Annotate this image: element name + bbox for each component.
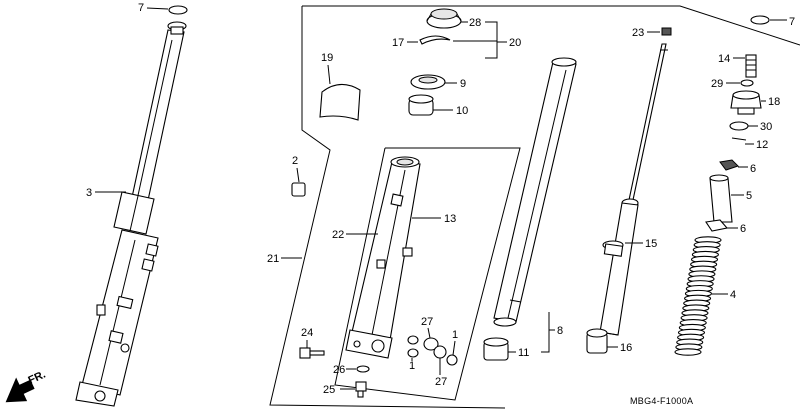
callout-26: 26 xyxy=(333,364,345,376)
callout-22: 22 xyxy=(332,229,344,241)
callout-1-right: 1 xyxy=(452,329,458,341)
part-4-fork-spring xyxy=(674,236,722,356)
callout-18: 18 xyxy=(768,96,780,108)
callout-16: 16 xyxy=(620,342,632,354)
callout-1-left: 1 xyxy=(409,360,415,372)
part-14-adjuster xyxy=(745,54,757,78)
part-10-slider-bushing xyxy=(408,94,434,116)
front-direction-arrow: FR. xyxy=(5,369,48,403)
callout-13: 13 xyxy=(444,213,456,225)
callout-29: 29 xyxy=(711,78,723,90)
callout-25: 25 xyxy=(323,384,335,396)
part-30-washer xyxy=(729,121,749,131)
part-22-fork-slider xyxy=(345,156,421,359)
callout-19: 19 xyxy=(321,52,333,64)
callout-9: 9 xyxy=(460,78,466,90)
callout-7-top-left: 7 xyxy=(138,2,144,14)
part-27-seal-lower xyxy=(433,345,447,359)
callout-4: 4 xyxy=(730,289,736,301)
group-border-outer xyxy=(269,5,800,409)
callout-27-lower: 27 xyxy=(435,376,447,388)
callout-3: 3 xyxy=(86,187,92,199)
part-17-stopper-ring xyxy=(419,35,451,45)
callout-5: 5 xyxy=(746,190,752,202)
callout-21: 21 xyxy=(267,253,279,265)
callout-27-upper: 27 xyxy=(421,316,433,328)
part-9-dust-seal xyxy=(410,74,446,90)
callout-14: 14 xyxy=(718,53,730,65)
part-16-oil-lock-piece xyxy=(586,328,608,354)
part-19-fork-cover xyxy=(319,83,361,121)
callout-8: 8 xyxy=(557,325,563,337)
callout-10: 10 xyxy=(456,105,468,117)
part-26-washer xyxy=(356,365,370,373)
diagram-code: MBG4-F1000A xyxy=(630,396,693,406)
part-2-bushing xyxy=(291,182,306,197)
part-1-washer-right xyxy=(446,354,458,366)
callout-7-right: 7 xyxy=(789,16,795,28)
callout-24: 24 xyxy=(301,327,313,339)
part-11-guide-bushing xyxy=(483,337,509,361)
assembled-fork-leg xyxy=(75,21,187,407)
callout-30: 30 xyxy=(760,121,772,133)
spring-coil xyxy=(674,348,702,356)
part-27-seal-upper xyxy=(423,337,439,351)
part-24-bolt xyxy=(299,347,325,359)
part-5-spring-collar xyxy=(709,174,733,223)
part-8-fork-pipe xyxy=(493,57,577,327)
callout-6-upper: 6 xyxy=(750,163,756,175)
group-border-inner xyxy=(334,147,521,401)
callout-11: 11 xyxy=(518,347,529,359)
callout-12: 12 xyxy=(756,139,768,151)
callout-23: 23 xyxy=(632,27,644,39)
part-7-clip-right xyxy=(750,15,770,25)
part-25-bolt xyxy=(355,381,367,398)
callout-15: 15 xyxy=(645,238,657,250)
callout-6-lower: 6 xyxy=(740,223,746,235)
part-1-washer-left xyxy=(407,335,419,345)
callout-20: 20 xyxy=(509,37,521,49)
part-1-washer-lower xyxy=(407,348,419,358)
front-marker-label: FR. xyxy=(26,369,47,387)
part-18-fork-bolt xyxy=(730,90,762,115)
callout-2: 2 xyxy=(292,155,298,167)
part-28-oil-seal xyxy=(426,8,462,29)
part-29-o-ring xyxy=(740,79,754,87)
callout-28: 28 xyxy=(469,17,481,29)
part-7-clip xyxy=(168,5,188,15)
callout-17: 17 xyxy=(392,37,404,49)
part-23-nut xyxy=(661,27,672,36)
part-12-rod-line xyxy=(731,137,747,141)
part-15-damper-rod xyxy=(599,43,668,336)
part-6-spacer-upper xyxy=(719,159,739,171)
